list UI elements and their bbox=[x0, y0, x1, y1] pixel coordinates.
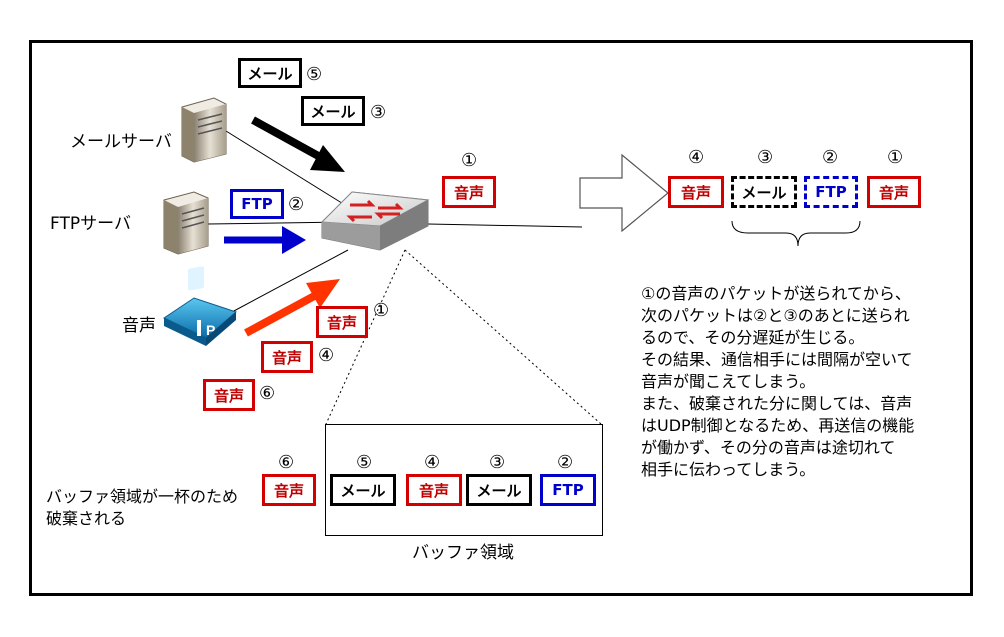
explanation-line: が働かず、その分の音声は途切れて bbox=[641, 438, 896, 457]
explanation-line: 相手に伝わってしまう。 bbox=[641, 460, 816, 479]
packet-mail-3: メール bbox=[301, 96, 365, 126]
explanation-line: また、破棄された分に関しては、音声 bbox=[641, 394, 913, 413]
dropped-voice-6-number: ⑥ bbox=[278, 452, 295, 473]
ftp-server-label: FTPサーバ bbox=[50, 214, 131, 234]
packet-mail-5: メール bbox=[238, 58, 302, 88]
packet-mail-5-number: ⑤ bbox=[306, 64, 323, 85]
packet-voice-6: 音声 bbox=[203, 379, 255, 411]
forwarded-voice-1-number: ① bbox=[461, 150, 478, 171]
queue-item-3-number: ② bbox=[822, 147, 839, 168]
explanation-line: 音声が聞こえてしまう。 bbox=[641, 372, 816, 391]
explanation-line: その結果、通信相手には間隔が空いて bbox=[641, 350, 913, 369]
buffer-item-1: メール bbox=[330, 474, 396, 506]
mail-server-label: メールサーバ bbox=[70, 132, 172, 152]
buffer-item-3: メール bbox=[466, 474, 532, 506]
buffer-item-2: 音声 bbox=[406, 474, 462, 506]
forwarded-voice-1: 音声 bbox=[442, 176, 496, 208]
diagram-frame bbox=[29, 40, 973, 596]
buffer-item-1-number: ⑤ bbox=[356, 452, 373, 473]
explanation-line: はUDP制御となるため、再送信の機能 bbox=[641, 416, 915, 435]
ip-phone-icon: P bbox=[162, 266, 237, 346]
buffer-full-text-line1: バッファ領域が一杯のため bbox=[46, 487, 239, 506]
queue-item-4-number: ① bbox=[887, 147, 904, 168]
buffer-area-label: バッファ領域 bbox=[412, 543, 514, 563]
packet-ftp-2: FTP bbox=[230, 189, 284, 219]
queue-item-2: メール bbox=[731, 176, 797, 208]
explanation-line: るので、その分遅延が生じる。 bbox=[641, 328, 865, 347]
switch-icon bbox=[320, 191, 430, 251]
mail-server-icon bbox=[181, 97, 227, 163]
packet-voice-4-number: ④ bbox=[318, 345, 335, 366]
mail-arrow bbox=[251, 116, 345, 172]
ftp-arrow bbox=[224, 226, 306, 254]
mail-link bbox=[225, 130, 346, 206]
queue-brace bbox=[731, 220, 861, 247]
explanation-line: ①の音声のパケットが送られてから、 bbox=[641, 284, 911, 303]
explanation-text: ①の音声のパケットが送られてから、 次のパケットは②と③のあとに送られ るので、… bbox=[641, 283, 959, 481]
zoom-line-right bbox=[404, 249, 602, 425]
voice-link bbox=[231, 249, 349, 313]
voice-label: 音声 bbox=[122, 316, 156, 336]
buffer-full-text-line2: 破棄される bbox=[46, 509, 127, 528]
buffer-item-3-number: ③ bbox=[489, 452, 506, 473]
packet-voice-1-number: ① bbox=[373, 300, 390, 321]
queue-item-3: FTP bbox=[804, 176, 858, 208]
buffer-item-2-number: ④ bbox=[424, 452, 441, 473]
svg-text:P: P bbox=[206, 322, 215, 338]
queue-item-2-number: ③ bbox=[757, 147, 774, 168]
packet-voice-4: 音声 bbox=[261, 341, 313, 373]
packet-mail-3-number: ③ bbox=[370, 102, 387, 123]
explanation-line: 次のパケットは②と③のあとに送られ bbox=[641, 306, 910, 325]
ftp-server-icon bbox=[163, 191, 209, 255]
queue-item-1-number: ④ bbox=[688, 147, 705, 168]
packet-voice-1: 音声 bbox=[316, 306, 368, 338]
buffer-area bbox=[325, 424, 603, 536]
packet-ftp-2-number: ② bbox=[288, 194, 305, 215]
buffer-item-4-number: ② bbox=[557, 452, 574, 473]
queue-item-1: 音声 bbox=[668, 176, 724, 208]
buffer-item-4: FTP bbox=[540, 474, 596, 506]
packet-voice-6-number: ⑥ bbox=[259, 383, 276, 404]
queue-item-4: 音声 bbox=[867, 176, 921, 208]
voice-arrow bbox=[244, 279, 340, 337]
output-arrow bbox=[579, 153, 669, 233]
switch-out-link bbox=[427, 223, 583, 228]
dropped-voice-6: 音声 bbox=[262, 474, 316, 506]
